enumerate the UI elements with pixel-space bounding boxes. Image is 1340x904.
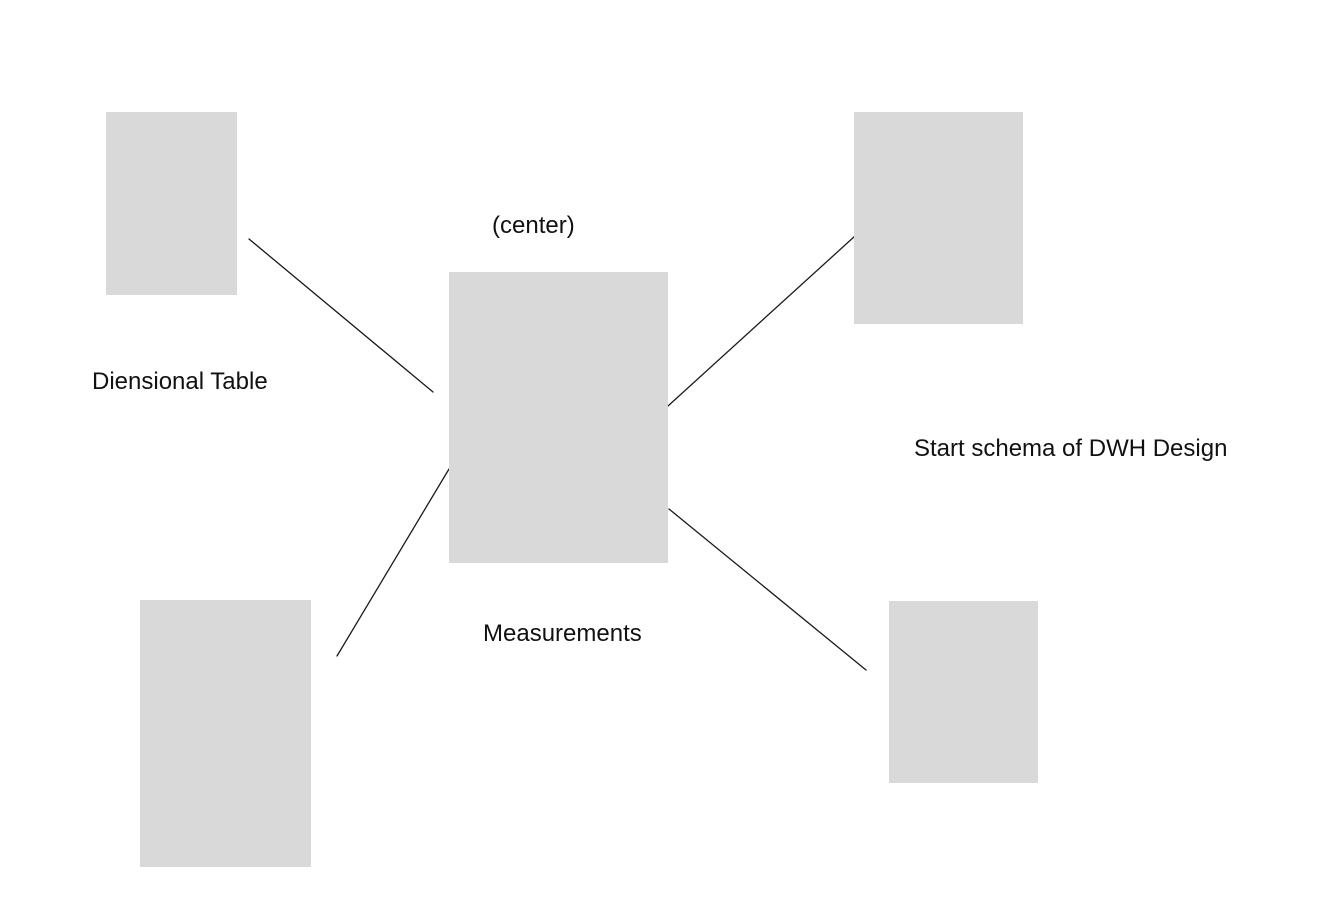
connector-bottom-left xyxy=(336,468,450,657)
center-label: (center) xyxy=(492,212,575,239)
dimension-table-bottom-left-box[interactable] xyxy=(140,600,311,867)
dimension-table-top-left-box[interactable] xyxy=(106,112,237,295)
connector-top-right xyxy=(667,225,867,407)
fact-table-center-box[interactable] xyxy=(449,272,668,563)
connector-top-left xyxy=(248,238,434,393)
dimension-table-top-right-box[interactable] xyxy=(854,112,1023,324)
dimension-table-bottom-right-box[interactable] xyxy=(889,601,1038,783)
connector-bottom-right xyxy=(668,508,867,671)
measurements-label: Measurements xyxy=(483,620,642,647)
schema-title-label: Start schema of DWH Design xyxy=(914,435,1228,462)
dimensional-table-label: Diensional Table xyxy=(92,368,268,395)
